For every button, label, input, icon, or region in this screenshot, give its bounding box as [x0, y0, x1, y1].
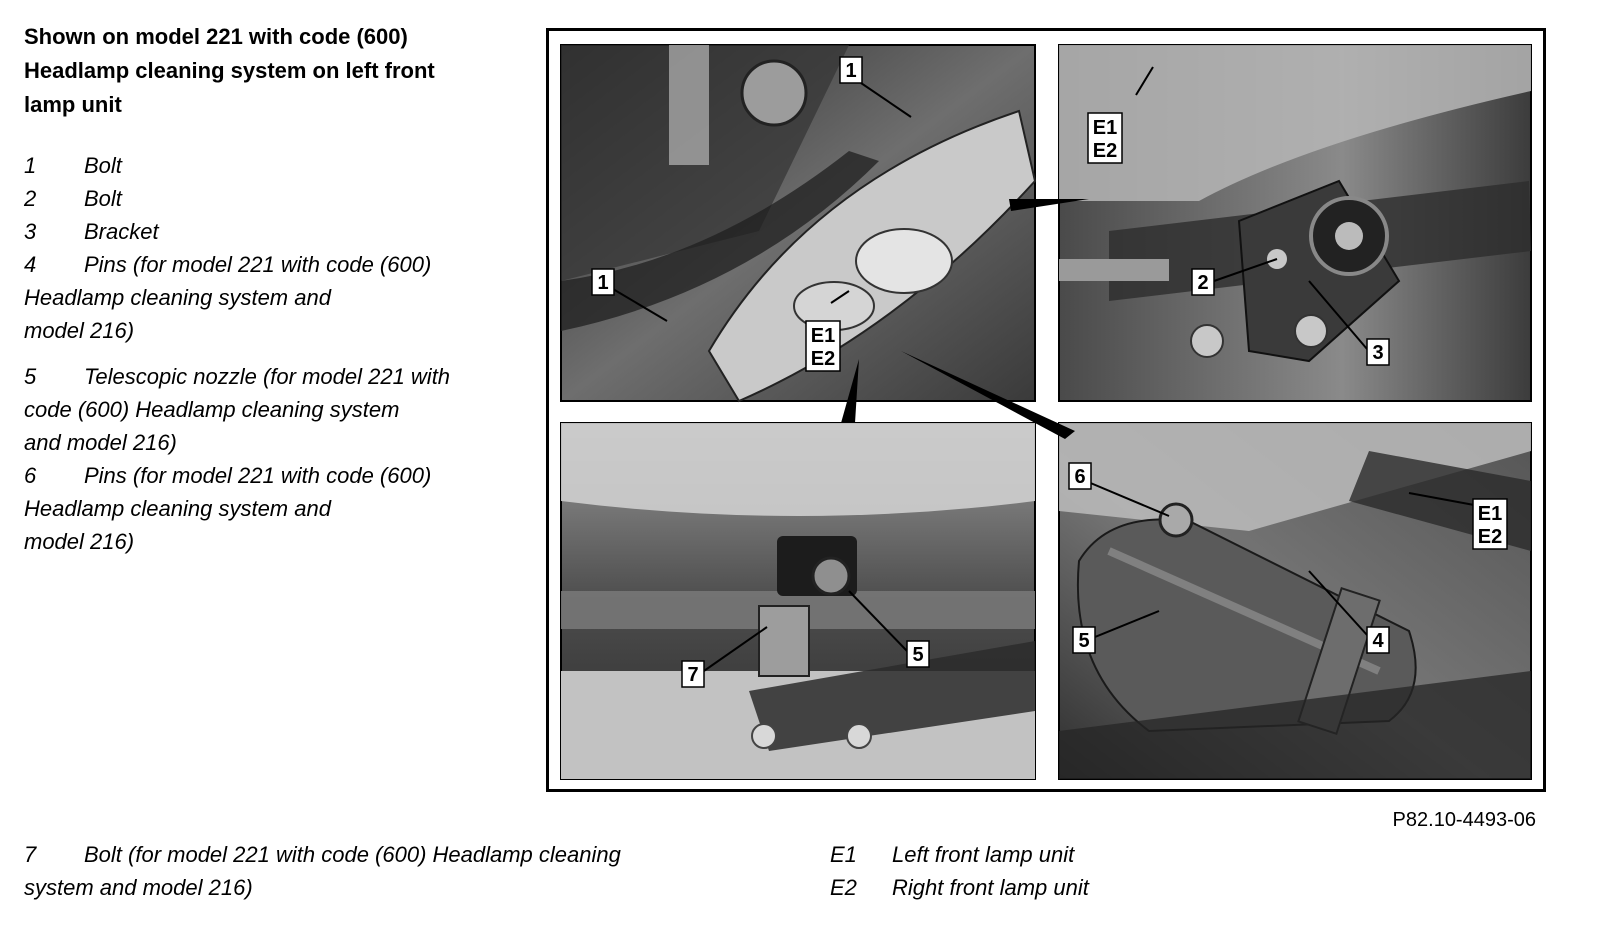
- legend-number: 1: [24, 153, 37, 178]
- legend-number: 4: [24, 252, 37, 277]
- legend-entry: 3 Bracket: [24, 215, 524, 248]
- headlamp-illustration: 1 1 E1 E2 E1 E2 2 3: [546, 28, 1546, 792]
- svg-text:E1: E1: [1093, 117, 1117, 139]
- svg-text:1: 1: [597, 272, 608, 294]
- callout-e1-e2-bracket: E1 E2: [1087, 112, 1123, 164]
- svg-text:E2: E2: [811, 348, 835, 370]
- svg-text:E2: E2: [1093, 140, 1117, 162]
- title-line-2: Headlamp cleaning system on left front: [24, 58, 435, 83]
- legend-entry: 7 Bolt (for model 221 with code (600) Hea…: [24, 838, 784, 904]
- callout-7: 7: [681, 660, 705, 688]
- legend-parts-list-continued: 7 Bolt (for model 221 with code (600) Hea…: [24, 838, 784, 904]
- legend-entry: 6 Pins (for model 221 with code (600) Head…: [24, 459, 524, 558]
- legend-number: 5: [24, 364, 37, 389]
- legend-description-continued: and model 216): [24, 430, 177, 455]
- callout-e1-e2-detail: E1 E2: [1472, 498, 1508, 550]
- legend-number: E1: [830, 842, 857, 867]
- legend-entry: 2 Bolt: [24, 182, 524, 215]
- title-line-1: Shown on model 221 with code (600): [24, 24, 408, 49]
- legend-description: Pins (for model 221 with code (600): [84, 463, 432, 488]
- svg-text:1: 1: [845, 60, 856, 82]
- legend-description: Right front lamp unit: [892, 875, 1089, 900]
- illustration-svg: 1 1 E1 E2 E1 E2 2 3: [560, 44, 1532, 780]
- callout-1-left: 1: [591, 268, 615, 296]
- legend-description: Bolt: [84, 186, 122, 211]
- svg-text:E1: E1: [811, 325, 835, 347]
- legend-description: Pins (for model 221 with code (600): [84, 252, 432, 277]
- legend-entry: E1 Left front lamp unit: [830, 838, 1330, 871]
- leader-lines: [612, 66, 1486, 674]
- photo-panel-overview: [560, 44, 1037, 403]
- legend-entry: 5 Telescopic nozzle (for model 221 with co…: [24, 360, 524, 459]
- svg-text:3: 3: [1372, 342, 1383, 364]
- legend-number: 3: [24, 219, 37, 244]
- svg-text:E1: E1: [1478, 503, 1502, 525]
- page-title: Shown on model 221 with code (600) Headl…: [24, 20, 504, 122]
- callout-2: 2: [1191, 268, 1215, 296]
- legend-description-continued: model 216): [24, 529, 135, 554]
- photo-panel-bracket: [1058, 44, 1532, 402]
- svg-text:6: 6: [1074, 466, 1085, 488]
- legend-entry: 1 Bolt: [24, 149, 524, 182]
- legend-description-continued: system and model 216): [24, 875, 253, 900]
- callout-3: 3: [1366, 338, 1390, 366]
- legend-description-continued: code (600) Headlamp cleaning system: [24, 397, 400, 422]
- legend-description: Bracket: [84, 219, 159, 244]
- legend-description-continued: Headlamp cleaning system and: [24, 285, 331, 310]
- legend-description-continued: Headlamp cleaning system and: [24, 496, 331, 521]
- svg-text:5: 5: [1078, 630, 1089, 652]
- callout-1-top: 1: [839, 56, 863, 84]
- callout-5-detail: 5: [1072, 626, 1096, 654]
- callout-e1-e2-overview: E1 E2: [805, 320, 841, 372]
- title-line-3: lamp unit: [24, 92, 122, 117]
- svg-text:7: 7: [687, 664, 698, 686]
- legend-description-continued: model 216): [24, 318, 135, 343]
- svg-text:5: 5: [912, 644, 923, 666]
- legend-number: 6: [24, 463, 37, 488]
- legend-number: E2: [830, 875, 857, 900]
- photo-panel-nozzle-front: [560, 422, 1036, 780]
- legend-description: Telescopic nozzle (for model 221 with: [84, 364, 451, 389]
- legend-description: Left front lamp unit: [892, 842, 1075, 867]
- svg-text:E2: E2: [1478, 526, 1502, 548]
- connector-wedges: [841, 199, 1089, 439]
- legend-entry: E2 Right front lamp unit: [830, 871, 1330, 904]
- legend-description: Bolt: [84, 153, 122, 178]
- callout-5-front: 5: [906, 640, 930, 668]
- callout-4: 4: [1366, 626, 1390, 654]
- legend-description: Bolt (for model 221 with code (600) Head…: [84, 842, 621, 867]
- legend-number: 2: [24, 186, 37, 211]
- figure-code: P82.10-4493-06: [1392, 809, 1536, 831]
- callout-6: 6: [1068, 462, 1092, 490]
- legend-number: 7: [24, 842, 37, 867]
- photo-panel-nozzle-detail: [1058, 422, 1532, 780]
- legend-entry: 4 Pins (for model 221 with code (600) Head…: [24, 248, 524, 347]
- svg-text:4: 4: [1372, 630, 1384, 652]
- svg-text:2: 2: [1197, 272, 1208, 294]
- callout-labels: 1 1 E1 E2 E1 E2 2 3: [591, 56, 1508, 688]
